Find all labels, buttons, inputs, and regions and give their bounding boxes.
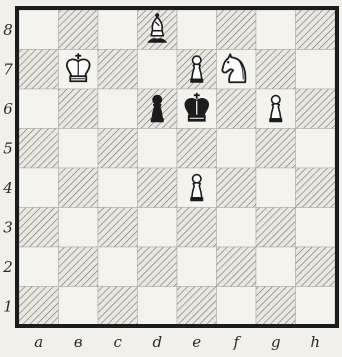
- square-a7: [19, 50, 59, 90]
- chessboard-squares: [19, 10, 335, 326]
- square-e8: [177, 10, 217, 50]
- square-c5: [98, 129, 138, 169]
- square-c7: [98, 50, 138, 90]
- square-c4: [98, 168, 138, 208]
- rank-label: 6: [3, 100, 13, 118]
- square-a4: [19, 168, 59, 208]
- square-h6: [296, 89, 336, 129]
- square-a8: [19, 10, 59, 50]
- file-label: f: [232, 333, 241, 351]
- square-c1: [98, 287, 138, 327]
- file-label: d: [152, 333, 162, 351]
- square-a1: [19, 287, 59, 327]
- file-label: c: [114, 333, 123, 351]
- square-c2: [98, 247, 138, 287]
- square-в5: [59, 129, 99, 169]
- square-a3: [19, 208, 59, 248]
- square-g7: [256, 50, 296, 90]
- square-в2: [59, 247, 99, 287]
- file-label: a: [34, 333, 43, 351]
- square-c8: [98, 10, 138, 50]
- rank-label: 3: [3, 218, 13, 236]
- square-f3: [217, 208, 257, 248]
- square-h3: [296, 208, 336, 248]
- square-f6: [217, 89, 257, 129]
- square-в6: [59, 89, 99, 129]
- square-c3: [98, 208, 138, 248]
- square-в1: [59, 287, 99, 327]
- square-d1: [138, 287, 178, 327]
- square-d7: [138, 50, 178, 90]
- square-e3: [177, 208, 217, 248]
- file-label: в: [74, 333, 83, 351]
- rank-labels: 8 7 6 5 4 3 2 1: [2, 21, 13, 316]
- square-h2: [296, 247, 336, 287]
- rank-label: 8: [3, 21, 13, 39]
- square-d2: [138, 247, 178, 287]
- rank-label: 2: [2, 258, 13, 276]
- square-g1: [256, 287, 296, 327]
- square-g2: [256, 247, 296, 287]
- rank-label: 1: [3, 297, 13, 315]
- square-f1: [217, 287, 257, 327]
- file-label: e: [192, 333, 201, 351]
- square-a2: [19, 247, 59, 287]
- square-f5: [217, 129, 257, 169]
- square-в4: [59, 168, 99, 208]
- square-e5: [177, 129, 217, 169]
- square-g5: [256, 129, 296, 169]
- square-в8: [59, 10, 99, 50]
- square-d5: [138, 129, 178, 169]
- square-f8: [217, 10, 257, 50]
- square-e2: [177, 247, 217, 287]
- square-f2: [217, 247, 257, 287]
- square-g4: [256, 168, 296, 208]
- square-g3: [256, 208, 296, 248]
- rank-label: 7: [3, 60, 13, 78]
- square-h4: [296, 168, 336, 208]
- square-f4: [217, 168, 257, 208]
- square-e1: [177, 287, 217, 327]
- square-d3: [138, 208, 178, 248]
- square-h8: [296, 10, 336, 50]
- file-label: g: [271, 333, 281, 351]
- square-a5: [19, 129, 59, 169]
- file-label: h: [310, 333, 320, 351]
- square-h7: [296, 50, 336, 90]
- square-в3: [59, 208, 99, 248]
- square-a6: [19, 89, 59, 129]
- rank-label: 5: [3, 139, 13, 157]
- rank-label: 4: [2, 179, 13, 197]
- square-h5: [296, 129, 336, 169]
- square-h1: [296, 287, 336, 327]
- square-g8: [256, 10, 296, 50]
- square-c6: [98, 89, 138, 129]
- square-d4: [138, 168, 178, 208]
